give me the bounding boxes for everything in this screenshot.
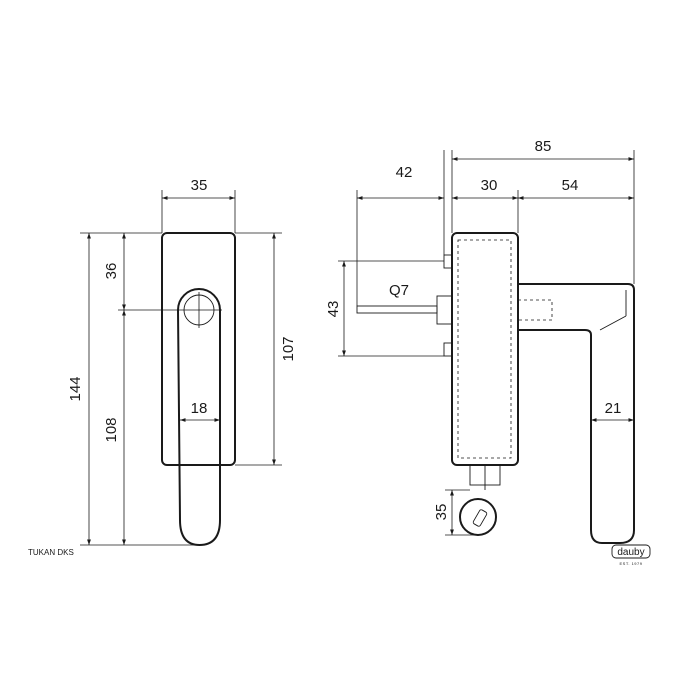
- dim-spindle-length: 42: [396, 164, 413, 181]
- dim-lever-width: 18: [191, 400, 208, 417]
- dim-front-width: 35: [191, 177, 208, 194]
- spindle-bush: [436, 295, 453, 325]
- brand-tagline: EST. 1979: [620, 561, 643, 566]
- screw-bottom: [443, 342, 453, 357]
- dim-rose-height: 107: [280, 336, 297, 361]
- brand-logo: dauby EST. 1979: [611, 544, 651, 566]
- lever-handle: [176, 288, 221, 547]
- dim-rose-depth: 30: [481, 177, 498, 194]
- screw-top: [443, 254, 453, 269]
- key-bow: [459, 498, 497, 536]
- lever-side: [518, 283, 635, 544]
- dim-front-height-total: 144: [67, 376, 84, 401]
- rose-inner-hidden: [457, 239, 512, 459]
- dim-screw-spacing: 43: [325, 301, 342, 318]
- spindle-bar: [356, 305, 438, 314]
- dim-top-to-axis: 36: [103, 263, 120, 280]
- rose-plate: [161, 232, 236, 466]
- spindle-hole-hidden: [517, 299, 553, 321]
- dim-key-projection: 35: [433, 504, 450, 521]
- key-bow-hole: [472, 509, 488, 527]
- dim-depth-total: 85: [535, 138, 552, 155]
- side-view: 85 42 30 54 43 Q7 35 21: [325, 138, 635, 544]
- brand-name: dauby: [617, 547, 644, 558]
- lever-contour: [599, 315, 627, 331]
- dim-lever-thickness: 21: [605, 400, 622, 417]
- logo-frame: [611, 544, 651, 559]
- rose-body: [451, 232, 519, 466]
- spindle-size-label: Q7: [389, 282, 409, 299]
- dim-lever-projection: 54: [562, 177, 579, 194]
- front-view: 35 144 36 108 107 18 TUKAN DKS: [28, 177, 297, 557]
- dim-axis-to-bottom: 108: [103, 417, 120, 442]
- product-label: TUKAN DKS: [28, 548, 74, 557]
